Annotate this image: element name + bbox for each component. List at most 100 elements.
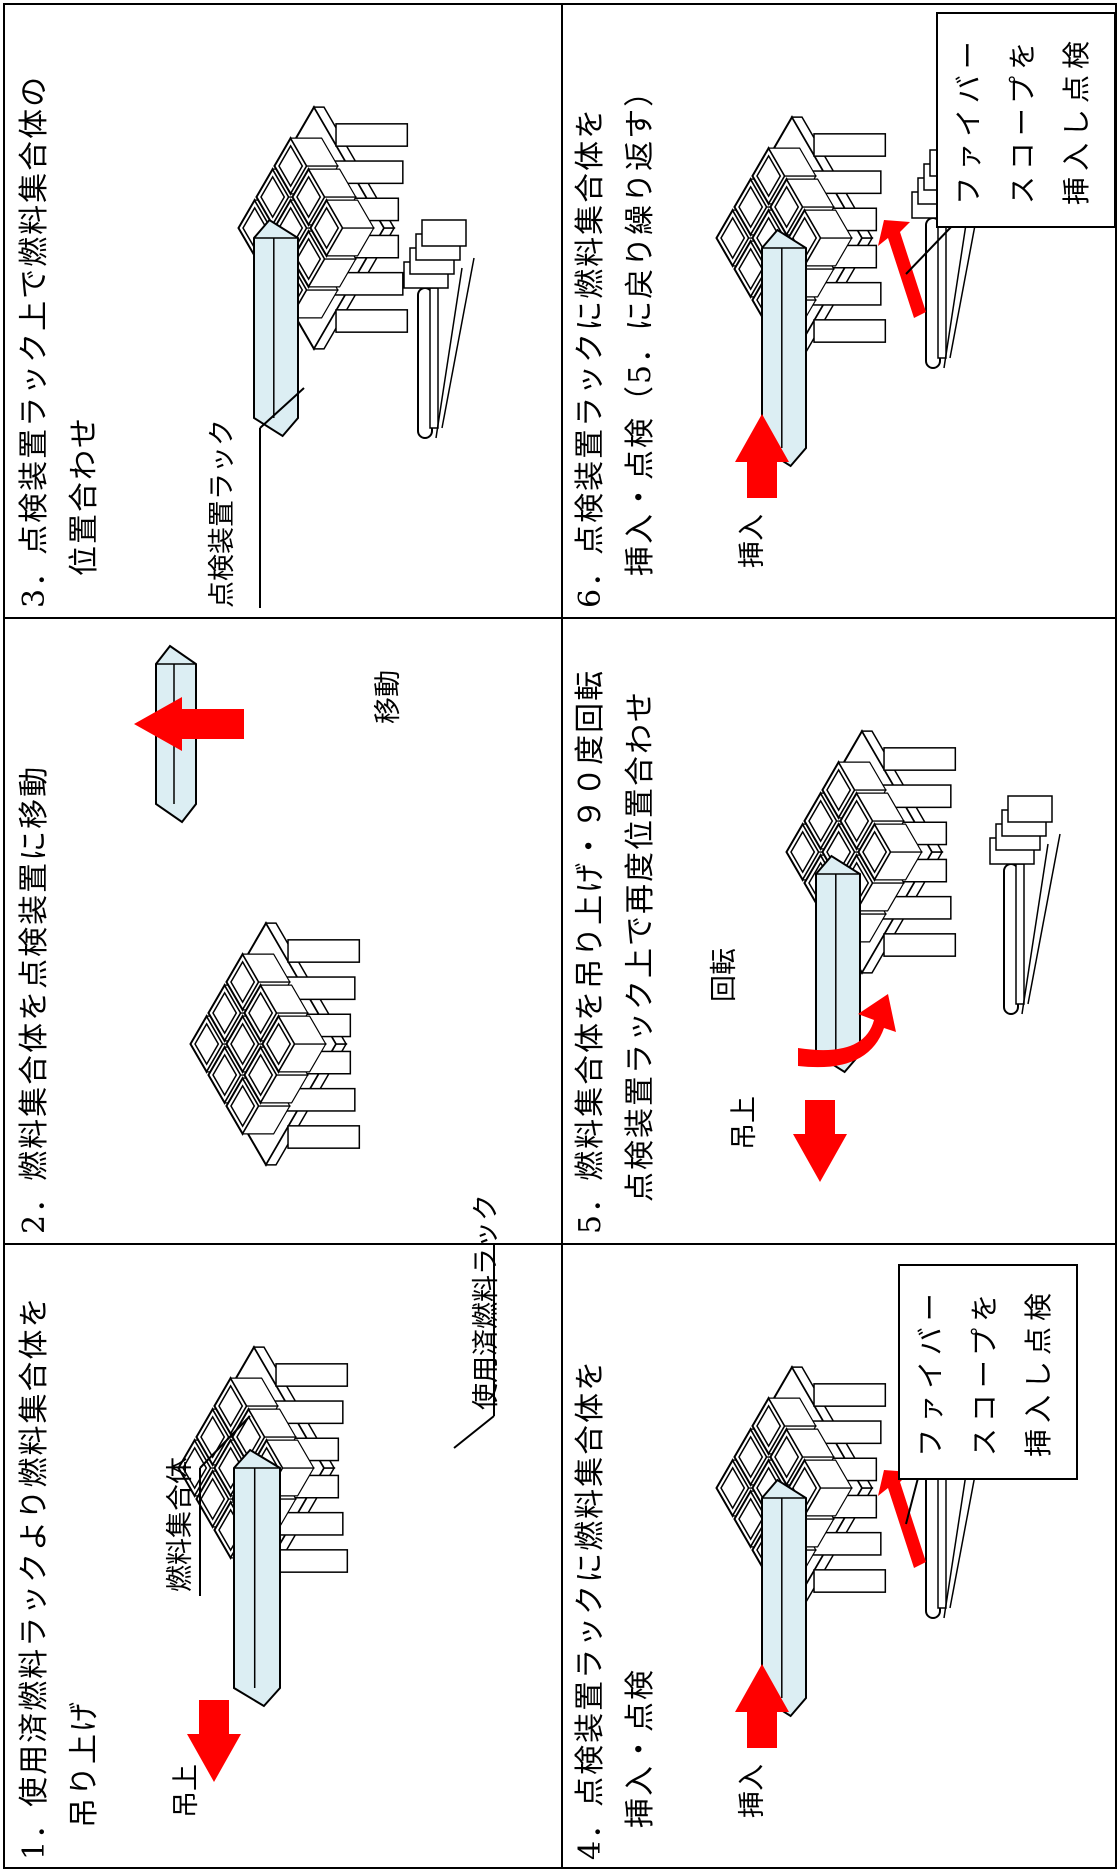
rack-leg xyxy=(813,133,887,157)
rack-cell-side xyxy=(247,1408,297,1438)
panel-3-device xyxy=(403,219,475,439)
panel-6: 6．点検装置ラックに燃料集合体を 挿入・点検（5．に戻り繰り返す） 挿入 ファイ… xyxy=(562,4,1116,618)
callout-leader xyxy=(905,1477,919,1525)
panel-3-assembly xyxy=(253,218,299,438)
rack-leg xyxy=(813,319,887,343)
rack-leader-diag xyxy=(453,1415,495,1449)
device-support xyxy=(1021,843,1049,1015)
assembly-leader-diag xyxy=(199,1415,251,1469)
rack-cell-inner xyxy=(314,206,340,250)
scope-arrow-6 xyxy=(878,220,926,318)
callout-leader-6 xyxy=(905,225,953,275)
rack-cell-inner xyxy=(212,991,238,1035)
rack-cell-side xyxy=(289,137,339,167)
device-support xyxy=(1027,833,1061,1005)
callout-line-2: スコープを xyxy=(968,1287,1001,1457)
fiberscope-callout-6: ファイバー スコープを 挿入し点検 xyxy=(936,12,1116,228)
panel-2-illustration xyxy=(134,644,361,1167)
rack-cell-inner xyxy=(720,216,746,260)
rack-leg xyxy=(275,1549,349,1573)
rack-cell-side xyxy=(277,1015,327,1045)
callout-6-line-2: スコープを xyxy=(1006,35,1039,205)
rack-cell-inner xyxy=(260,175,286,219)
panel-6-assembly xyxy=(761,228,807,468)
device-block xyxy=(421,219,467,247)
panel-1-illustration xyxy=(177,1244,495,1782)
callout-line-1: ファイバー xyxy=(914,1287,947,1457)
fiberscope-callout: ファイバー スコープを 挿入し点検 xyxy=(898,1264,1078,1480)
rack-cell-side xyxy=(785,178,835,208)
rack-cell-inner xyxy=(248,1053,274,1097)
rack-leg xyxy=(287,1125,361,1149)
rack-cell-side xyxy=(803,209,853,239)
rack-cell-inner xyxy=(756,154,782,198)
panel-3: 3．点検装置ラック上で燃料集合体の 位置合わせ 点検装置ラック xyxy=(4,4,562,618)
panel-2-rack xyxy=(189,921,361,1167)
rack-cell-inner xyxy=(738,1435,764,1479)
panel-5-illustration xyxy=(785,729,1061,1182)
rack-cell-inner xyxy=(182,1446,208,1490)
rack-cell-inner xyxy=(756,1404,782,1448)
rack-cell-inner xyxy=(194,1022,220,1066)
rack-cell-inner xyxy=(230,1084,256,1128)
panel-2: 2．燃料集合体を点検装置に移動 移動 xyxy=(4,618,562,1244)
device-rail xyxy=(937,1467,947,1609)
rotate-label: 回転 xyxy=(709,948,740,1002)
rotate-arrow xyxy=(798,994,896,1068)
rack-cell-side xyxy=(241,953,291,983)
lift-arrow xyxy=(187,1700,241,1782)
rack-cell-side xyxy=(785,1428,835,1458)
rack-leg xyxy=(883,747,957,771)
panel-5-device xyxy=(989,795,1061,1015)
rack-cell-inner xyxy=(720,1466,746,1510)
callout-6-line-1: ファイバー xyxy=(952,35,985,205)
device-rail xyxy=(429,287,439,429)
rack-cell-inner xyxy=(218,1384,244,1428)
rack-leg xyxy=(287,939,361,963)
rack-leg xyxy=(813,1383,887,1407)
device-support xyxy=(435,267,463,439)
rack-cell-inner xyxy=(200,1477,226,1521)
rack-cell-side xyxy=(803,1459,853,1489)
rack-cell-inner xyxy=(774,1435,800,1479)
callout-6-line-3: 挿入し点検 xyxy=(1060,35,1093,206)
move-label: 移動 xyxy=(373,670,404,724)
rack-cell-inner xyxy=(266,1022,292,1066)
panel-4: 4．点検装置ラックに燃料集合体を 挿入・点検 挿入 ファイバー スコープを 挿入… xyxy=(562,1244,1116,1868)
rack-cell-inner xyxy=(200,1415,226,1459)
rack-cell-side xyxy=(767,147,817,177)
rack-cell-inner xyxy=(808,799,834,843)
rack-cell-inner xyxy=(236,1415,262,1459)
inspection-rack-leader-diag xyxy=(259,387,305,429)
lift-label: 吊上 xyxy=(171,1764,202,1818)
insert-arrow-6 xyxy=(735,414,789,498)
rack-cell-inner xyxy=(826,768,852,812)
panel-1: 1．使用済燃料ラックより燃料集合体を 吊り上げ 吊上 燃料集合体 使用済燃料ラッ… xyxy=(4,1194,562,1868)
rack-leg xyxy=(813,1569,887,1593)
panel-4-assembly xyxy=(761,1478,807,1718)
inspection-rack-label: 点検装置ラック xyxy=(207,419,238,608)
rack-leg xyxy=(883,933,957,957)
rack-cell-side xyxy=(229,1377,279,1407)
panel-5-rack xyxy=(785,729,957,975)
rack-cell-inner xyxy=(230,1022,256,1066)
rack-cell-inner xyxy=(230,960,256,1004)
rack-cell-inner xyxy=(844,799,870,843)
rack-cell-inner xyxy=(278,144,304,188)
panel-1-assembly xyxy=(233,1448,281,1708)
rack-leg xyxy=(335,123,409,147)
rack-cell-inner xyxy=(248,991,274,1035)
lift-arrow-5 xyxy=(793,1100,847,1182)
panel-6-illustration xyxy=(715,115,983,498)
rack-cell-side xyxy=(325,199,375,229)
panel-3-illustration xyxy=(237,105,475,608)
insert-arrow xyxy=(735,1664,789,1748)
rack-cell-side xyxy=(873,823,923,853)
panel-5: 5．燃料集合体を吊り上げ・９０度回転 点検装置ラック上で再度位置合わせ 吊上 回… xyxy=(562,618,1116,1244)
device-support xyxy=(441,257,475,429)
rack-cell-inner xyxy=(296,237,322,281)
assembly-body xyxy=(253,218,299,438)
rack-cell-side xyxy=(259,984,309,1014)
